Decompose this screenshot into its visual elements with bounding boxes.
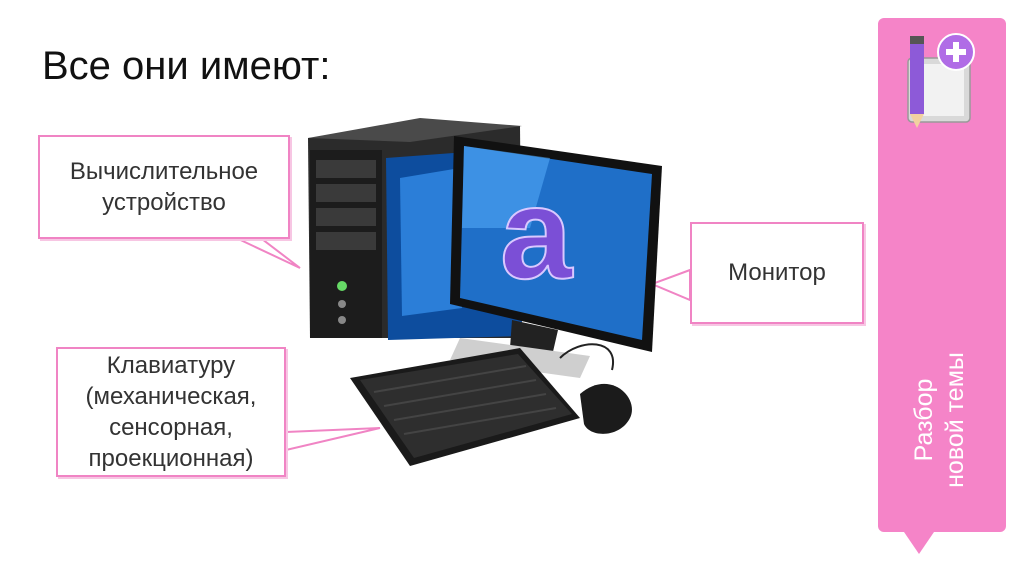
monitor-callout: Монитор [690,222,864,324]
keyboard-callout: Клавиатуру (механическая, сенсорная, про… [56,347,286,477]
side-panel-label: Разбор новой темы [909,300,972,540]
processor-callout-text: Вычислительное устройство [70,156,258,218]
notebook-pencil-plus-icon [900,30,986,130]
computer-illustration: a [290,108,690,488]
keyboard-callout-text: Клавиатуру (механическая, сенсорная, про… [86,350,257,475]
screen-letter: a [500,160,574,306]
processor-callout: Вычислительное устройство [38,135,290,239]
monitor-callout-text: Монитор [728,257,826,288]
monitor: a [450,136,662,378]
